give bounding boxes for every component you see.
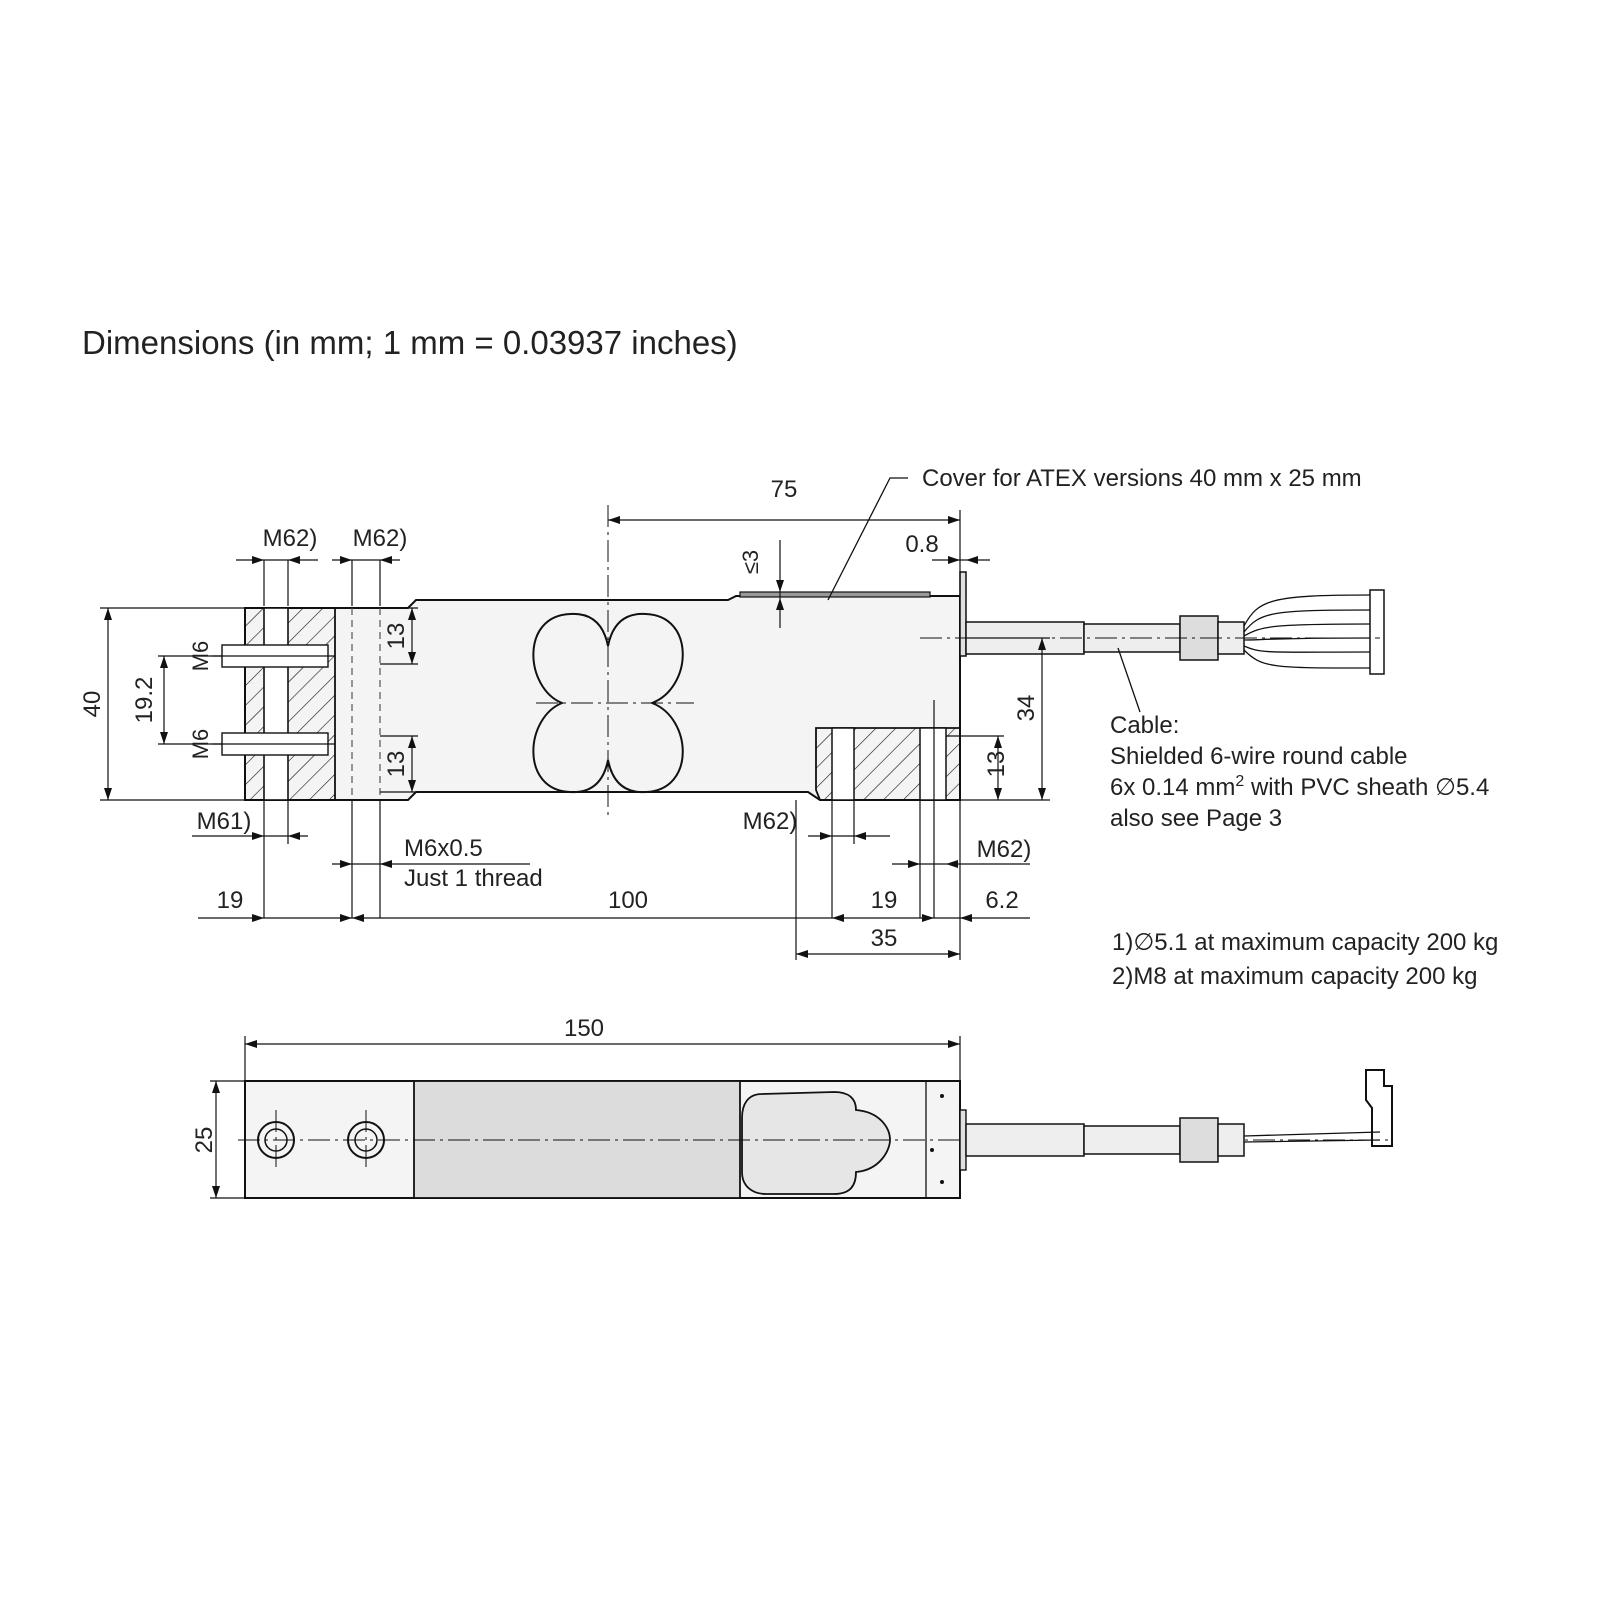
dim-62: 6.2 bbox=[985, 887, 1018, 914]
cable-line2-main: 6x 0.14 mm bbox=[1110, 774, 1235, 801]
top-view bbox=[238, 1069, 1393, 1199]
footnote-2: 2)M8 at maximum capacity 200 kg bbox=[1112, 963, 1477, 990]
thread-label-m61: M61) bbox=[197, 808, 252, 835]
dim-gap-13-right: 13 bbox=[983, 751, 1010, 778]
cable-line2: 6x 0.14 mm2 with PVC sheath ∅5.4 bbox=[1110, 773, 1489, 801]
thread-note-line2: Just 1 thread bbox=[404, 865, 543, 892]
dim-75: 75 bbox=[771, 476, 798, 503]
dim-gap-13-upper: 13 bbox=[383, 623, 410, 650]
cable-flange bbox=[959, 571, 967, 657]
dim-19-left: 19 bbox=[217, 887, 244, 914]
dim-height-34: 34 bbox=[1013, 695, 1040, 722]
cable-line2-sup: 2 bbox=[1235, 773, 1244, 790]
dim-width-25: 25 bbox=[191, 1127, 218, 1154]
thread-label-bottom-right: M62) bbox=[977, 836, 1032, 863]
dim-height-40: 40 bbox=[79, 691, 106, 718]
thread-label-top-mid: M62) bbox=[353, 525, 408, 552]
dim-flange-08: 0.8 bbox=[905, 531, 938, 558]
thread-note-line1: M6x0.5 bbox=[404, 835, 483, 862]
thread-label-top-left: M62) bbox=[263, 525, 318, 552]
dim-gap-13-lower: 13 bbox=[383, 751, 410, 778]
dim-cover-gap: ≤3 bbox=[738, 550, 763, 574]
cable-title: Cable: bbox=[1110, 712, 1179, 739]
cable-line1: Shielded 6-wire round cable bbox=[1110, 743, 1408, 770]
footnote-1: 1)∅5.1 at maximum capacity 200 kg bbox=[1112, 929, 1498, 956]
cable-line2-rest: with PVC sheath ∅5.4 bbox=[1244, 774, 1489, 801]
page-title: Dimensions (in mm; 1 mm = 0.03937 inches… bbox=[82, 324, 738, 361]
top-window bbox=[741, 1091, 891, 1195]
thread-label-m6-lower: M6 bbox=[188, 729, 213, 760]
dim-pitch-192: 19.2 bbox=[131, 677, 158, 724]
left-mount-section bbox=[244, 607, 336, 801]
cable-top bbox=[965, 1069, 1393, 1163]
thread-label-bottom-mid: M62) bbox=[743, 808, 798, 835]
cable-side bbox=[920, 589, 1385, 675]
cover-note: Cover for ATEX versions 40 mm x 25 mm bbox=[922, 465, 1362, 492]
dim-100: 100 bbox=[608, 887, 648, 914]
dim-length-150: 150 bbox=[564, 1015, 604, 1042]
dim-19-right: 19 bbox=[871, 887, 898, 914]
cable-line3: also see Page 3 bbox=[1110, 805, 1282, 832]
atex-cover bbox=[739, 591, 931, 598]
dim-35: 35 bbox=[871, 925, 898, 952]
thread-label-m6-upper: M6 bbox=[188, 641, 213, 672]
